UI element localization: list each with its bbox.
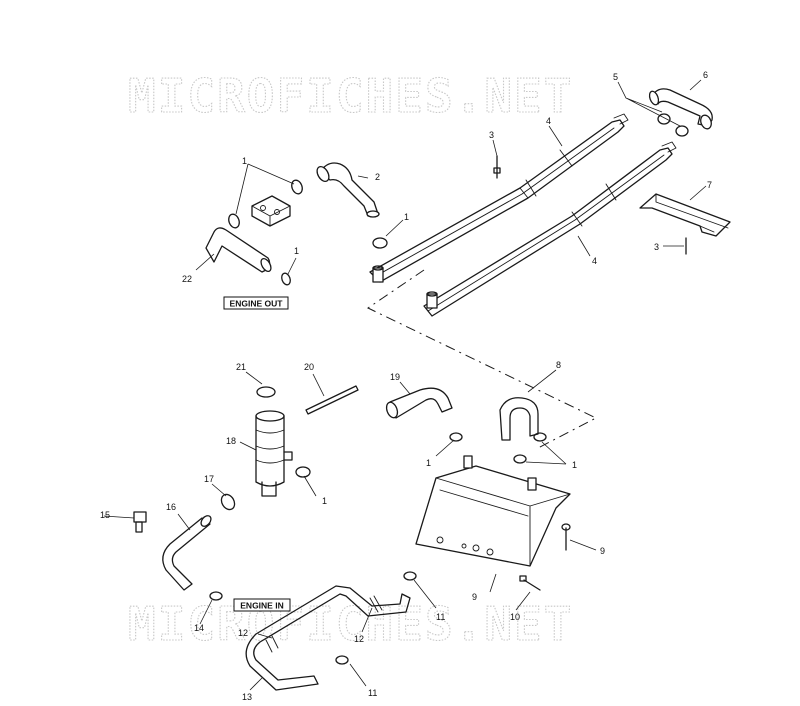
- callout-8: 8: [556, 360, 561, 370]
- coolant-reservoir: [255, 410, 293, 497]
- heat-exchanger: [415, 455, 571, 567]
- watermark-top: MICROFICHES.NET: [128, 69, 573, 123]
- pipe-13: [245, 585, 411, 691]
- callout-22: 22: [182, 274, 192, 284]
- callout-9-exchanger: 9: [472, 592, 477, 602]
- engine-in-label: ENGINE IN: [240, 601, 283, 611]
- hose-16: [162, 515, 212, 591]
- callout-17: 17: [204, 474, 214, 484]
- cooler-pipe-upper: [369, 113, 629, 283]
- callout-2: 2: [375, 172, 380, 182]
- hose-clamp: [372, 237, 388, 249]
- screw-3-upper: [493, 155, 501, 179]
- rod-20: [305, 385, 359, 415]
- callout-15: 15: [100, 510, 110, 520]
- hose-clamp-11b: [335, 655, 349, 665]
- hose-clamp-8b: [513, 454, 527, 464]
- hose-clamp-19: [449, 432, 463, 442]
- callout-11: 11: [436, 612, 445, 622]
- callout-3-lower: 3: [654, 242, 659, 252]
- engine-out-label-box: ENGINE OUT: [223, 296, 289, 310]
- watermark-bottom: MICROFICHES.NET: [128, 597, 573, 651]
- callout-1-pipe: 1: [404, 212, 409, 222]
- callout-1-lower-left: 1: [426, 458, 431, 468]
- callout-5: 5: [613, 72, 618, 82]
- callout-19: 19: [390, 372, 400, 382]
- callout-12: 12: [238, 628, 248, 638]
- reservoir-cap: [256, 386, 276, 398]
- callout-1-hose22: 1: [294, 246, 299, 256]
- callout-13: 13: [242, 692, 252, 702]
- hose-22: [205, 227, 272, 273]
- callout-4: 4: [546, 116, 551, 126]
- hose-clamp-14: [209, 591, 223, 601]
- hose-clamp-8a: [533, 432, 547, 442]
- routing-line: [367, 269, 598, 449]
- engine-out-label: ENGINE OUT: [230, 299, 284, 309]
- bolt-9: [561, 523, 571, 551]
- callout-10: 10: [510, 612, 520, 622]
- callout-3: 3: [489, 130, 494, 140]
- callout-1: 1: [242, 156, 247, 166]
- bracket-7: [639, 193, 731, 237]
- hose-clamp-17: [220, 493, 236, 511]
- fitting-15: [133, 511, 147, 533]
- leader-lines: [103, 79, 707, 691]
- callout-1-lower-right: 1: [572, 460, 577, 470]
- hose-clamp-11a: [403, 571, 417, 581]
- callout-18: 18: [226, 436, 236, 446]
- callout-11-lower: 11: [368, 688, 377, 698]
- callout-1-reservoir: 1: [322, 496, 327, 506]
- callout-numbers: 1 2 3 4 5 6 7 3 4 1 1 22 21 20 19 8 18 1…: [100, 70, 712, 702]
- cooler-pipe-lower: [423, 141, 677, 317]
- callout-6: 6: [703, 70, 708, 80]
- callout-21: 21: [236, 362, 246, 372]
- callout-4-lower: 4: [592, 256, 597, 266]
- hose-coupler: [228, 179, 303, 286]
- callout-12-right: 12: [354, 634, 364, 644]
- engine-in-label-box: ENGINE IN: [233, 598, 291, 612]
- screw-10: [519, 575, 541, 591]
- callout-14: 14: [194, 623, 204, 633]
- callout-7: 7: [707, 180, 712, 190]
- callout-16: 16: [166, 502, 176, 512]
- hose-2: [316, 162, 380, 218]
- callout-9-bolt: 9: [600, 546, 605, 556]
- hose-19: [385, 387, 453, 419]
- hose-clamp-reservoir: [295, 466, 311, 478]
- hose-8: [499, 397, 539, 441]
- callout-20: 20: [304, 362, 314, 372]
- hose-6: [648, 88, 713, 137]
